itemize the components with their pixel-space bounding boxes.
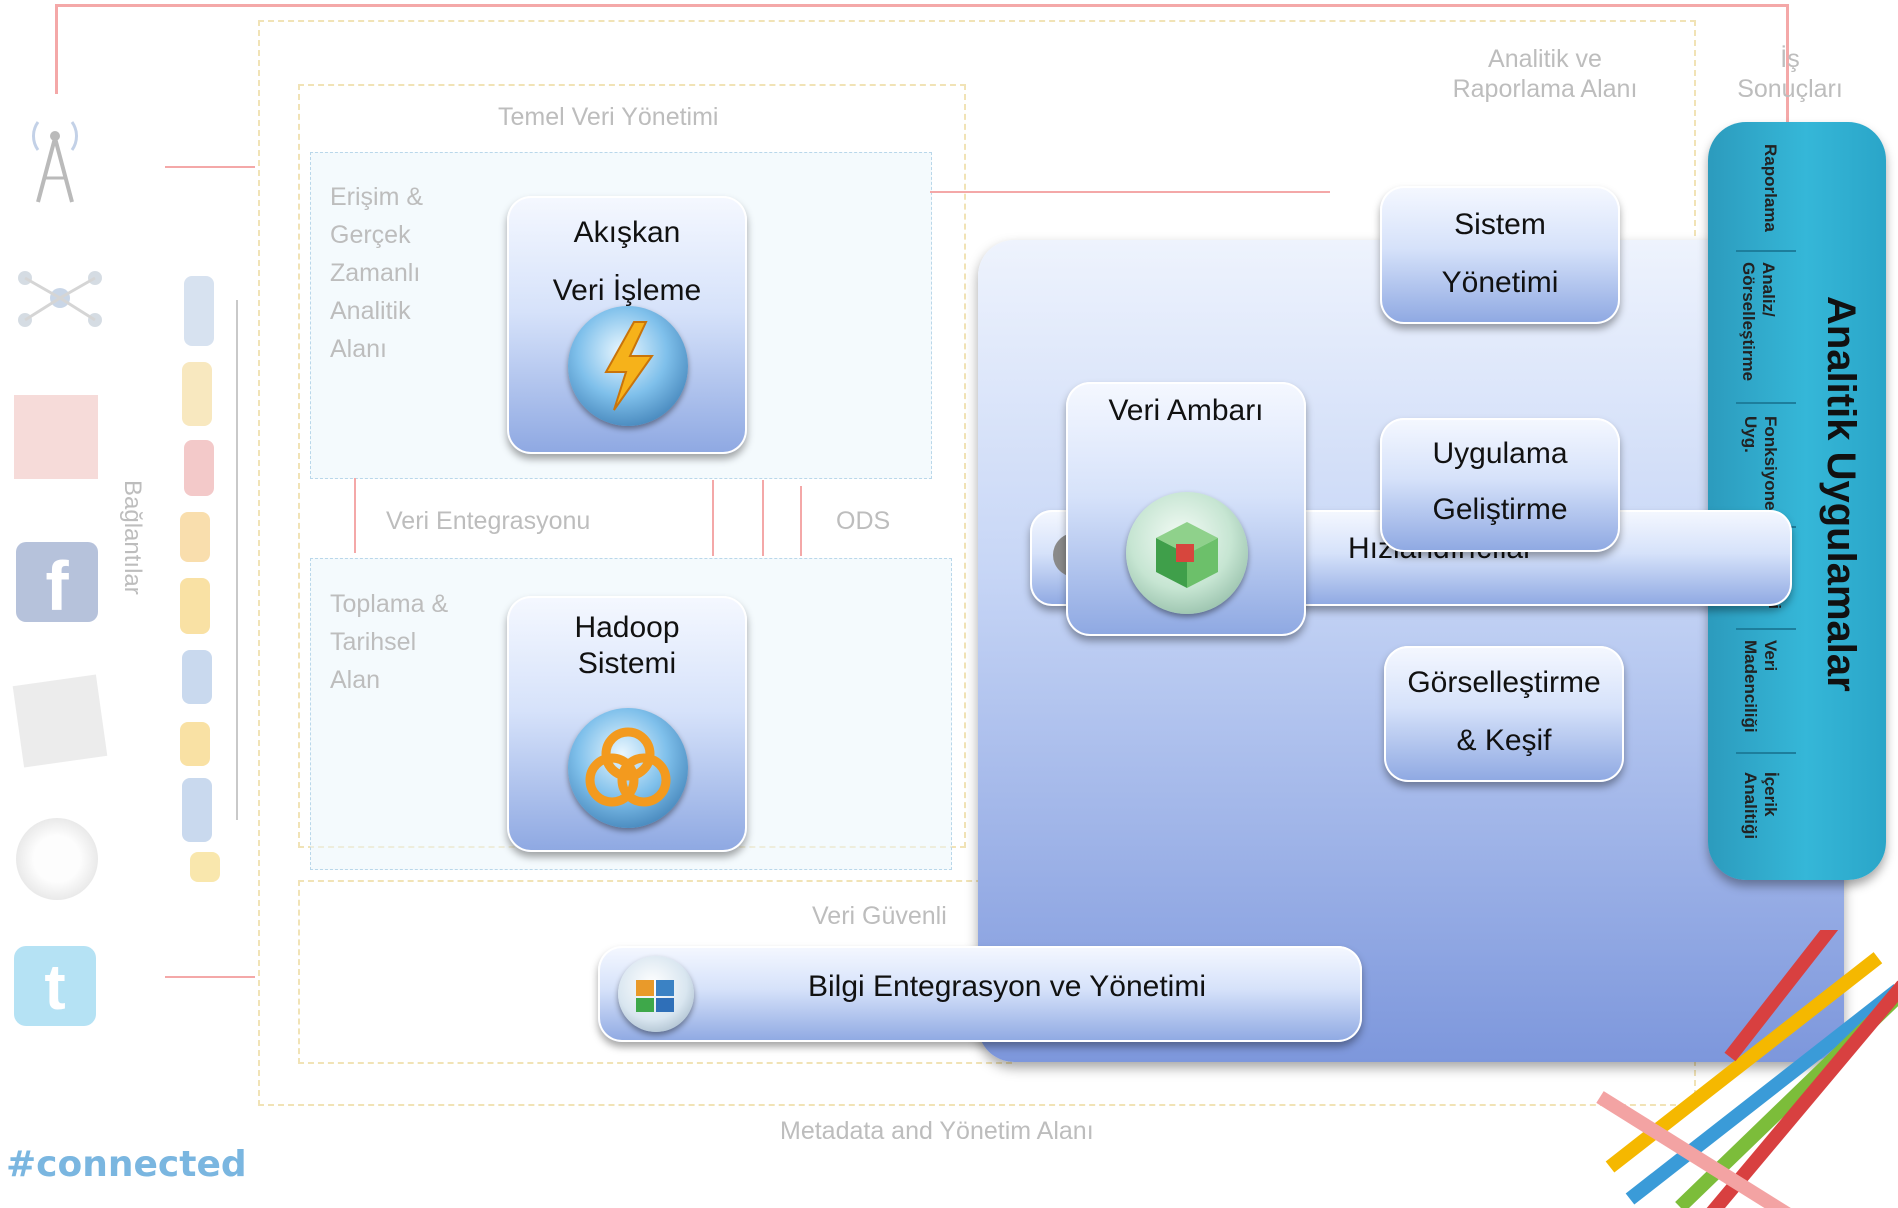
info-integration-box[interactable]: Bilgi Entegrasyon ve Yönetimi: [598, 946, 1362, 1042]
analytics-zone-title: Analitik ve Raporlama Alanı: [1452, 45, 1638, 103]
connector-4: [180, 512, 210, 562]
divider-1: [712, 480, 714, 556]
app-divider-1: [1736, 250, 1796, 252]
business-zone-title: İş Sonuçları: [1737, 45, 1843, 103]
puzzle-icon: [618, 956, 694, 1032]
cube-orb-icon: [1126, 492, 1248, 614]
data-integration-label: Veri Entegrasyonu: [386, 507, 591, 535]
access-area-label: Erişim & Gerçek Zamanlı Analitik Alanı: [330, 183, 424, 363]
core-data-title: Temel Veri Yönetimi: [498, 103, 719, 131]
feedback-line-top: [55, 4, 1788, 7]
twitter-icon: t: [14, 946, 96, 1026]
app-development-box[interactable]: Uygulama Geliştirme: [1380, 418, 1620, 552]
facebook-icon: f: [16, 542, 98, 625]
connected-hashtag: #connected: [6, 1144, 247, 1185]
streaming-label: Akışkan Veri İşleme: [552, 216, 702, 307]
analytic-apps-title: Analitik Uygulamalar: [1819, 296, 1863, 692]
network-icon: [10, 258, 110, 338]
visualization-label: Görselleştirme & Keşif: [1407, 666, 1601, 757]
image-icon: [14, 395, 98, 479]
connector-3: [184, 440, 214, 496]
app-divider-2: [1736, 402, 1796, 404]
corner-decoration: [1590, 930, 1898, 1208]
hadoop-label: Hadoop Sistemi: [574, 611, 680, 680]
info-integration-label: Bilgi Entegrasyon ve Yönetimi: [808, 970, 1206, 1003]
input-arrow-top: [165, 166, 255, 168]
app-item-functional[interactable]: Fonksiyonel Uyg.: [1741, 416, 1780, 516]
app-item-reporting[interactable]: Raporlama: [1761, 144, 1780, 232]
connector-2: [182, 362, 212, 426]
integration-arrow-down: [354, 478, 356, 553]
app-item-content[interactable]: İçerik Analitiği: [1741, 772, 1780, 840]
divider-2: [762, 480, 764, 556]
connector-6: [182, 650, 212, 704]
lightning-orb-icon: [568, 306, 688, 426]
connector-8: [182, 778, 212, 842]
ods-arrow-up: [800, 486, 802, 556]
system-management-box[interactable]: Sistem Yönetimi: [1380, 186, 1620, 324]
connectors-spine: [236, 300, 238, 820]
connector-5: [180, 578, 210, 634]
trinity-knot-orb-icon: [568, 708, 688, 828]
app-divider-4: [1736, 628, 1796, 630]
metadata-label: Metadata and Yönetim Alanı: [780, 1117, 1094, 1145]
connectors-label: Bağlantılar: [119, 480, 146, 595]
app-item-analysis[interactable]: Analiz/ Görselleştirme: [1739, 262, 1778, 382]
app-item-data-mining[interactable]: Veri Madenciliği: [1741, 640, 1780, 733]
input-arrow-bottom: [165, 976, 255, 978]
system-management-label: Sistem Yönetimi: [1441, 208, 1559, 299]
app-development-label: Uygulama Geliştirme: [1432, 437, 1568, 526]
ods-label: ODS: [836, 507, 891, 535]
app-divider-5: [1736, 752, 1796, 754]
connector-9: [190, 852, 220, 882]
connector-1: [184, 276, 214, 346]
access-to-analytics-arrow: [930, 191, 1330, 193]
feedback-line-right: [1786, 4, 1789, 134]
warehouse-label: Veri Ambarı: [1108, 394, 1264, 427]
visualization-box[interactable]: Görselleştirme & Keşif: [1384, 646, 1624, 782]
hadoop-box[interactable]: Hadoop Sistemi: [507, 596, 747, 852]
paper-icon: [12, 674, 108, 768]
meter-icon: [16, 818, 98, 900]
feedback-line-left: [55, 4, 58, 94]
antenna-icon: [20, 108, 90, 204]
data-security-label: Veri Güvenli: [812, 902, 947, 930]
connector-7: [180, 722, 210, 766]
collection-area-label: Toplama & Tarihsel Alan: [330, 590, 449, 694]
